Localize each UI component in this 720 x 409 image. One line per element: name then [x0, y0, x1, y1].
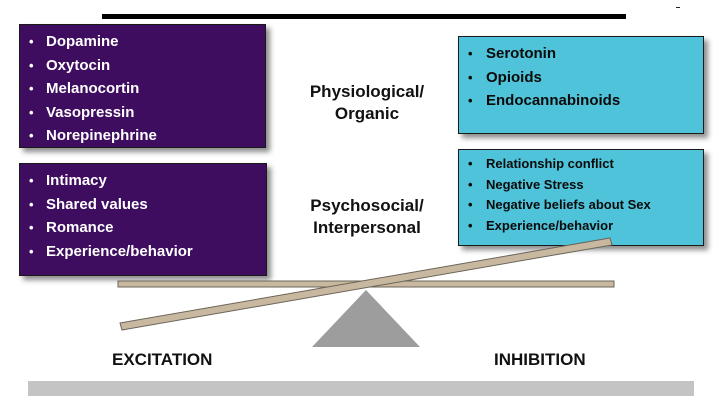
item-text: Intimacy — [46, 172, 107, 189]
inhibition-psychosocial-box: • Relationship conflict • Negative Stress • N… — [458, 149, 704, 246]
item-text: Opioids — [486, 68, 542, 86]
bullet-glyph: • — [29, 243, 34, 259]
excitation-psychosocial-item: • Romance — [29, 216, 266, 240]
inhibition-physiological-item: • Opioids — [468, 66, 703, 90]
excitation-physiological-item: • Norepinephrine — [29, 124, 265, 148]
item-text: Vasopressin — [46, 103, 135, 121]
psychosocial-label-line-1: Psychosocial/ — [310, 196, 424, 215]
inhibition-psychosocial-item: • Negative Stress — [468, 175, 703, 196]
inhibition-physiological-box: • Serotonin • Opioids • Endocannabinoids — [458, 36, 704, 134]
item-text: Shared values — [46, 195, 148, 213]
bullet-glyph: • — [29, 34, 34, 49]
item-text: Romance — [46, 219, 114, 236]
excitation-psychosocial-item: • Shared values — [29, 193, 266, 217]
excitation-physiological-item: • Vasopressin — [29, 101, 265, 125]
item-text: Melanocortin — [46, 80, 140, 97]
item-text: Serotonin — [486, 45, 556, 62]
bullet-glyph: • — [29, 173, 34, 188]
inhibition-label: INHIBITION — [494, 350, 586, 369]
item-text: Negative Stress — [486, 176, 584, 192]
bullet-glyph: • — [29, 220, 34, 235]
inhibition-psychosocial-item: • Experience/behavior — [468, 216, 703, 237]
bullet-glyph: • — [468, 46, 473, 61]
corner-mark — [676, 7, 680, 8]
bullet-glyph: • — [468, 93, 473, 108]
excitation-psychosocial-item: • Intimacy — [29, 169, 266, 193]
item-text: Experience/behavior — [46, 242, 193, 260]
bullet-glyph: • — [29, 196, 34, 212]
physiological-label-line-2: Organic — [334, 104, 400, 123]
inhibition-physiological-item: • Serotonin — [468, 42, 703, 66]
physiological-category-label: Physiological/ Organic — [282, 81, 452, 125]
bullet-glyph: • — [468, 197, 473, 212]
excitation-psychosocial-item: • Experience/behavior — [29, 240, 266, 264]
item-text: Oxytocin — [46, 56, 111, 74]
excitation-physiological-box: • Dopamine • Oxytocin • Melanocortin • Vasopres… — [19, 24, 266, 148]
bullet-glyph: • — [29, 104, 34, 120]
excitation-psychosocial-box: • Intimacy • Shared values • Romance • Experien… — [19, 163, 267, 276]
bullet-glyph: • — [468, 176, 473, 192]
tilted-beam — [119, 237, 613, 331]
item-text: Norepinephrine — [46, 127, 157, 144]
bullet-glyph: • — [468, 217, 473, 233]
top-rule — [102, 14, 626, 19]
excitation-label: EXCITATION — [112, 350, 213, 369]
item-text: Negative beliefs about Sex — [486, 197, 651, 212]
fulcrum-triangle — [312, 290, 420, 347]
bullet-glyph: • — [29, 57, 34, 73]
excitation-physiological-item: • Dopamine — [29, 30, 265, 54]
item-text: Relationship conflict — [486, 156, 614, 171]
inhibition-physiological-item: • Endocannabinoids — [468, 89, 703, 113]
psychosocial-label-line-2: Interpersonal — [313, 218, 421, 237]
item-text: Dopamine — [46, 33, 119, 50]
inhibition-psychosocial-item: • Relationship conflict — [468, 154, 703, 175]
inhibition-psychosocial-item: • Negative beliefs about Sex — [468, 195, 703, 216]
psychosocial-category-label: Psychosocial/ Interpersonal — [282, 195, 452, 239]
bullet-glyph: • — [29, 128, 34, 143]
bullet-glyph: • — [468, 69, 473, 85]
bullet-glyph: • — [468, 156, 473, 171]
item-text: Experience/behavior — [486, 217, 614, 233]
excitation-physiological-item: • Oxytocin — [29, 54, 265, 78]
item-text: Endocannabinoids — [486, 92, 621, 109]
bullet-glyph: • — [29, 81, 34, 96]
physiological-label-line-1: Physiological/ — [309, 82, 425, 101]
base-bar — [28, 381, 694, 396]
excitation-physiological-item: • Melanocortin — [29, 77, 265, 101]
